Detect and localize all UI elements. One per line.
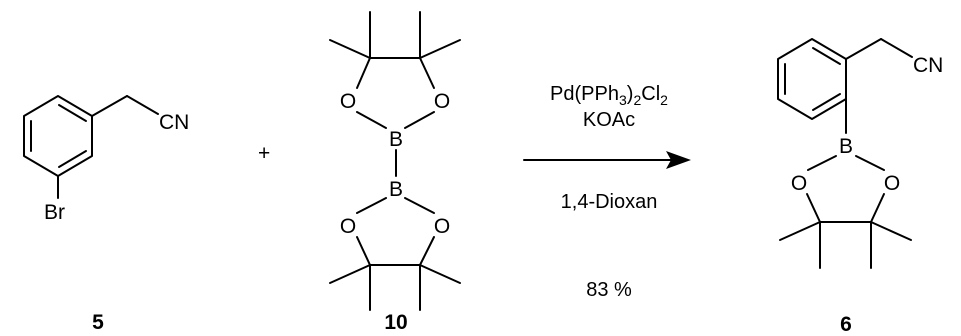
compound-5-number: 5	[92, 311, 104, 334]
bond	[404, 111, 435, 129]
compound-5-ch2-bond	[91, 95, 128, 117]
compound-5-ring-double-bond	[58, 104, 87, 122]
compound-6-boron-label: B	[839, 135, 853, 158]
compound-6-nitrile-label: CN	[913, 54, 943, 77]
compound-6-cn-bond	[880, 38, 913, 58]
compound-10-structure: O O B B O O	[329, 11, 461, 311]
compound-6-oxygen-label: O	[884, 172, 900, 195]
bond	[419, 236, 435, 266]
compound-10-oxygen-label: O	[340, 90, 356, 113]
bond	[419, 57, 435, 89]
compound-10-oxygen-label: O	[340, 215, 356, 238]
bond	[356, 111, 387, 129]
catalyst-label: Pd(PPh3)2Cl2	[550, 83, 668, 108]
compound-10-oxygen-label: O	[434, 215, 450, 238]
solvent-label: 1,4-Dioxan	[561, 191, 658, 213]
compound-10-number: 10	[384, 311, 407, 334]
bond	[807, 155, 837, 171]
bond	[356, 57, 371, 89]
compound-6-oxygen-label: O	[791, 172, 807, 195]
reaction-conditions: Pd(PPh3)2Cl2 KOAc 1,4-Dioxan 83 %	[523, 83, 691, 301]
methyl-bond	[329, 264, 371, 284]
compound-10-boron-label: B	[389, 128, 403, 151]
yield-label: 83 %	[586, 279, 632, 301]
bond	[404, 197, 435, 214]
reaction-arrow-head	[666, 151, 691, 169]
compound-5-bromine-label: Br	[44, 201, 65, 224]
methyl-bond	[329, 39, 371, 59]
compound-6-ch2-bond	[845, 38, 882, 60]
compound-10-boron-label: B	[389, 178, 403, 201]
bond	[870, 193, 885, 223]
compound-5-nitrile-label: CN	[159, 111, 189, 134]
bond	[356, 236, 371, 266]
compound-6-number: 6	[840, 313, 852, 336]
bond	[855, 155, 885, 171]
methyl-bond	[870, 221, 912, 241]
methyl-bond	[419, 39, 461, 59]
compound-6-structure: CN B O O	[777, 38, 943, 269]
compound-10-oxygen-label: O	[434, 90, 450, 113]
compound-5-structure: CN Br	[23, 95, 189, 224]
compound-5-ring-double-bond	[58, 150, 87, 168]
plus-sign: +	[258, 142, 270, 165]
methyl-bond	[419, 264, 461, 284]
compound-6-ring-double-bond	[812, 47, 841, 65]
compound-5-benzene-ring	[23, 95, 93, 177]
methyl-bond	[779, 221, 821, 241]
compound-5-cn-bond	[126, 95, 159, 115]
bond	[356, 197, 387, 214]
compound-6-benzene-ring	[777, 38, 847, 120]
bond	[806, 193, 821, 223]
base-label: KOAc	[583, 109, 635, 131]
compound-6-ring-double-bond	[812, 93, 841, 111]
